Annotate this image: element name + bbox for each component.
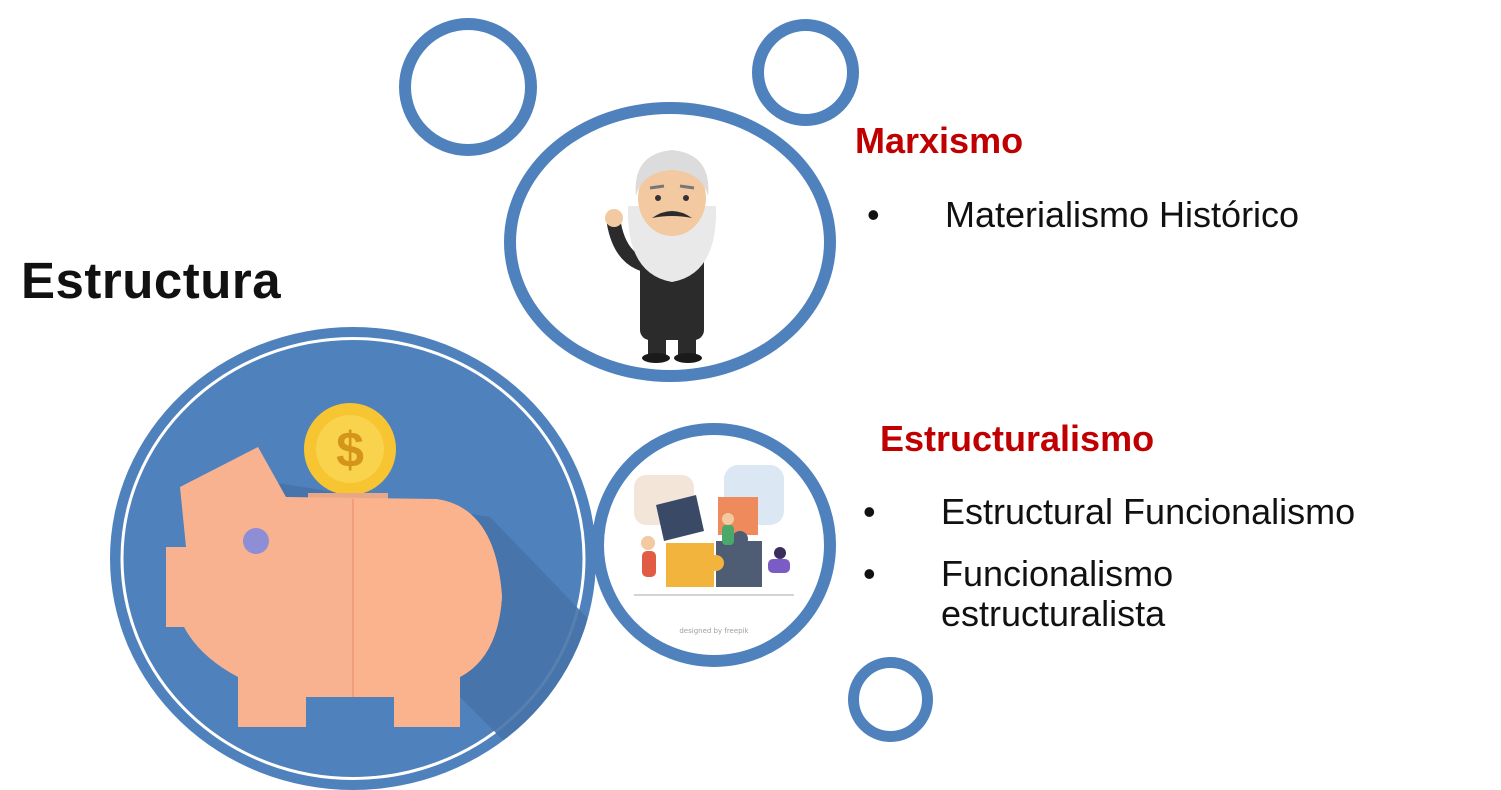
estructuralismo-heading: Estructuralismo [880,418,1155,459]
list-item: Funcionalismo estructuralista [863,554,1241,634]
puzzle-teamwork-illustration: designed by freepik [592,423,836,667]
puzzle-icon: designed by freepik [634,465,794,635]
svg-text:$: $ [336,422,364,478]
piggy-bank-circle: $ [110,327,596,790]
list-item: Estructural Funcionalismo [863,491,1355,533]
decorative-ring-bottom [848,657,933,742]
slide-title: Estructura [21,252,282,309]
svg-text:designed by freepik: designed by freepik [679,627,749,635]
estructuralismo-list: Estructural Funcionalismo Funcionalismo … [863,491,1355,655]
marx-cartoon-icon [605,150,717,363]
decorative-ring-top-right [752,19,859,126]
marxismo-heading: Marxismo [855,120,1024,161]
piggy-bank-icon: $ [120,337,596,780]
marxismo-list: Materialismo Histórico [867,194,1299,236]
list-item: Materialismo Histórico [867,194,1299,236]
